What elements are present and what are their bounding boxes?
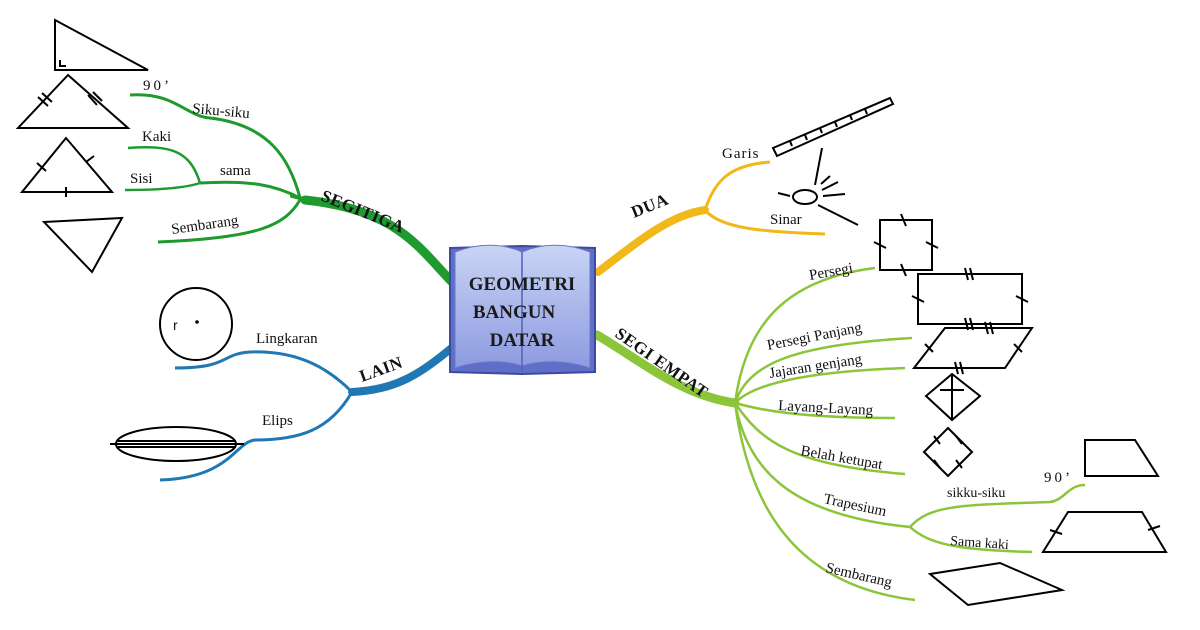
persegi-branch-line <box>733 266 876 404</box>
dua-main-branch <box>594 206 709 276</box>
kaki-branch-line <box>127 146 202 184</box>
circle-icon: r <box>159 287 233 361</box>
belah-ketupat-branch-line <box>733 402 906 476</box>
center-title-line-2: BANGUN <box>473 302 556 323</box>
lain-main-branch <box>348 341 459 396</box>
flashlight-ray-icon <box>777 147 859 226</box>
elips-branch-line <box>159 391 354 482</box>
trapesium-branch-line <box>733 402 911 529</box>
center-title-line-3: DATAR <box>490 330 555 351</box>
sembarang-se-branch-line <box>733 402 916 602</box>
segitiga-label: SEGITIGA <box>319 186 408 237</box>
branch-lain: LAIN Lingkaran Elips r <box>110 287 459 482</box>
siku-angle-label: 90’ <box>143 78 172 94</box>
trapesium-label: Trapesium <box>822 491 888 520</box>
sinar-label: Sinar <box>770 212 802 228</box>
belah-ketupat-label: Belah ketupat <box>799 443 884 473</box>
garis-branch-line <box>703 160 771 211</box>
circle-radius-label: r <box>173 317 178 333</box>
sinar-branch-line <box>703 208 826 236</box>
square-icon <box>873 213 939 277</box>
parallelogram-icon <box>911 321 1034 375</box>
layang-branch-line <box>734 401 896 420</box>
branch-segitiga: SEGITIGA Siku-siku 90’ sama Kaki Sisi Se… <box>15 18 460 290</box>
irregular-quadrilateral-icon <box>927 561 1066 607</box>
book-right-page <box>521 244 591 369</box>
sikku-siku-label: sikku-siku <box>947 486 1005 501</box>
sembarang-segitiga-label: Sembarang <box>170 213 240 238</box>
segitiga-main-branch <box>300 195 460 290</box>
right-triangle-icon <box>54 18 149 71</box>
kite-icon <box>924 372 982 422</box>
sama-label: sama <box>220 163 251 179</box>
sama-branch-line <box>199 180 301 200</box>
trapesium-angle-label: 90’ <box>1044 470 1073 486</box>
ruler-icon <box>771 96 895 158</box>
rectangle-icon <box>911 267 1029 331</box>
sisi-label: Sisi <box>130 171 153 187</box>
right-trapezoid-icon <box>1084 439 1160 477</box>
center-book: GEOMETRI BANGUN DATAR <box>449 244 596 376</box>
layang-label: Layang-Layang <box>778 398 874 419</box>
kaki-label: Kaki <box>142 129 171 145</box>
branch-dua: DUA Garis Sinar <box>594 96 895 276</box>
elips-label: Elips <box>262 413 293 429</box>
jajaran-genjang-branch-line <box>734 366 906 404</box>
siku-branch-line <box>129 93 302 199</box>
persegi-label: Persegi <box>808 261 854 284</box>
branch-segiempat: SEGI EMPAT Persegi Persegi Panjang Jajar… <box>592 213 1168 607</box>
rhombus-icon <box>922 426 974 478</box>
isosceles-trapezoid-icon <box>1041 511 1168 553</box>
segiempat-label: SEGI EMPAT <box>612 324 712 402</box>
equilateral-triangle-icon <box>19 136 115 197</box>
lingkaran-label: Lingkaran <box>256 331 318 347</box>
center-title-line-1: GEOMETRI <box>469 274 576 295</box>
lingkaran-branch-line <box>174 350 354 394</box>
sama-kaki-label: Sama kaki <box>950 534 1010 553</box>
ellipse-icon <box>110 426 244 462</box>
dua-label: DUA <box>628 190 671 222</box>
isosceles-triangle-icon <box>15 73 131 129</box>
garis-label: Garis <box>722 146 760 162</box>
persegi-panjang-branch-line <box>733 336 913 404</box>
sama-kaki-branch-line <box>909 526 1033 554</box>
siku-siku-label: Siku-siku <box>192 101 251 122</box>
sembarang-seg-branch-line <box>157 199 302 244</box>
sisi-branch-line <box>124 181 201 192</box>
scalene-triangle-icon <box>41 216 124 274</box>
sikku-siku-branch-line <box>909 483 1086 528</box>
segiempat-main-branch <box>592 330 740 408</box>
jajaran-genjang-label: Jajaran genjang <box>768 351 864 382</box>
